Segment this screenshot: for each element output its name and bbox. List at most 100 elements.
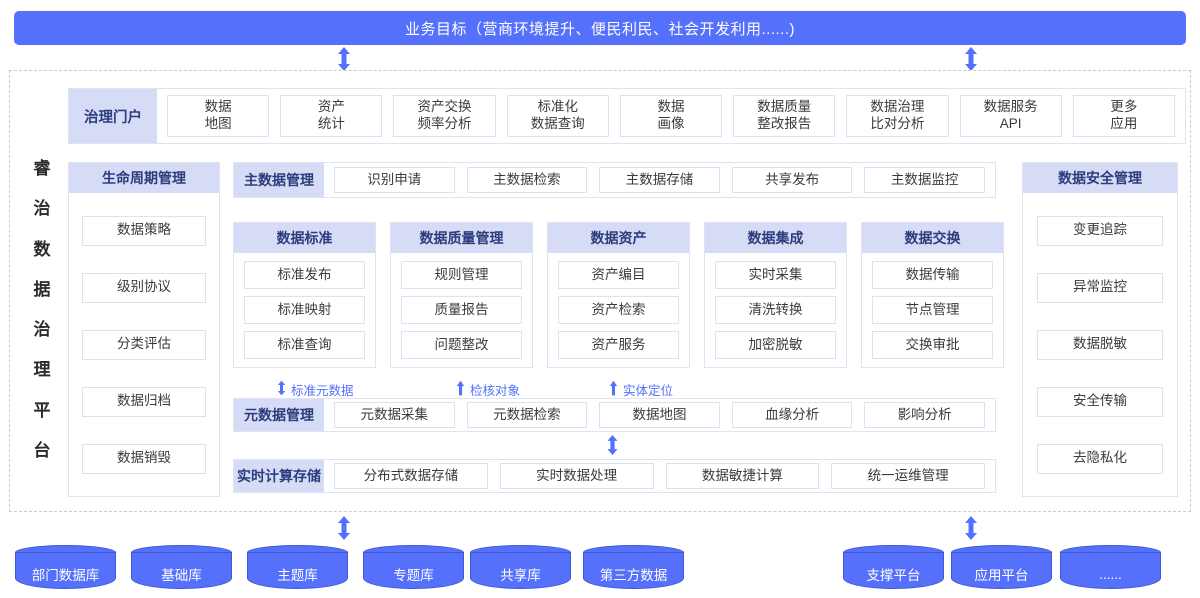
security-item[interactable]: 去隐私化 xyxy=(1037,443,1163,474)
lifecycle-item[interactable]: 数据销毁 xyxy=(82,443,206,474)
platform-cylinder[interactable]: 应用平台 xyxy=(951,545,1052,589)
cylinder-body-icon xyxy=(1060,552,1161,589)
cylinder-body-icon xyxy=(951,552,1052,589)
governance-portal-row: 治理门户 数据 地图 资产 统计 资产交换 频率分析 标准化 数据查询 数据 画… xyxy=(68,88,1186,144)
cylinder-body-icon xyxy=(15,552,116,589)
master-data-management-label: 主数据管理 xyxy=(234,163,324,197)
metadata-item[interactable]: 血缘分析 xyxy=(731,402,853,428)
lifecycle-item[interactable]: 数据归档 xyxy=(82,386,206,417)
portal-item[interactable]: 标准化 数据查询 xyxy=(506,95,609,137)
realtime-item[interactable]: 数据敏捷计算 xyxy=(665,463,820,489)
data-integration-item[interactable]: 加密脱敏 xyxy=(715,331,836,359)
data-integration-card: 数据集成 实时采集 清洗转换 加密脱敏 xyxy=(704,222,847,368)
master-data-item[interactable]: 主数据监控 xyxy=(864,167,985,193)
data-standard-item[interactable]: 标准映射 xyxy=(244,296,365,324)
master-data-item[interactable]: 共享发布 xyxy=(731,167,853,193)
master-data-management-items: 识别申请 主数据检索 主数据存储 共享发布 主数据监控 xyxy=(324,163,995,197)
source-cylinder[interactable]: 专题库 xyxy=(363,545,464,589)
source-cylinder-label: 基础库 xyxy=(161,568,202,583)
source-cylinder[interactable]: 第三方数据 xyxy=(583,545,684,589)
data-quality-item[interactable]: 质量报告 xyxy=(401,296,522,324)
flow-label-standard-metadata: 标准元数据 xyxy=(276,378,354,401)
platform-title-char: 理 xyxy=(33,360,51,380)
lifecycle-management-card: 生命周期管理 数据策略 级别协议 分类评估 数据归档 数据销毁 xyxy=(68,162,220,497)
realtime-compute-storage-row: 实时计算存储 分布式数据存储 实时数据处理 数据敏捷计算 统一运维管理 xyxy=(233,459,996,493)
data-asset-item[interactable]: 资产服务 xyxy=(558,331,679,359)
master-data-item[interactable]: 主数据存储 xyxy=(599,167,720,193)
data-standard-item[interactable]: 标准发布 xyxy=(244,261,365,289)
cylinder-body-icon xyxy=(843,552,944,589)
source-cylinder-label: 专题库 xyxy=(393,568,434,583)
source-cylinder-label: 共享库 xyxy=(500,568,541,583)
platform-title-char: 数 xyxy=(33,239,51,259)
realtime-item[interactable]: 实时数据处理 xyxy=(499,463,654,489)
realtime-item[interactable]: 统一运维管理 xyxy=(831,463,985,489)
data-integration-item[interactable]: 清洗转换 xyxy=(715,296,836,324)
data-quality-item[interactable]: 问题整改 xyxy=(401,331,522,359)
master-data-item[interactable]: 主数据检索 xyxy=(466,167,588,193)
lifecycle-item[interactable]: 分类评估 xyxy=(82,329,206,360)
portal-item[interactable]: 资产交换 频率分析 xyxy=(393,95,496,137)
lifecycle-item[interactable]: 数据策略 xyxy=(82,215,206,246)
flow-label-text: 标准元数据 xyxy=(291,384,354,398)
lifecycle-management-items: 数据策略 级别协议 分类评估 数据归档 数据销毁 xyxy=(69,193,219,496)
platform-cylinder[interactable]: 支撑平台 xyxy=(843,545,944,589)
metadata-item[interactable]: 影响分析 xyxy=(864,402,985,428)
cylinder-body-icon xyxy=(470,552,571,589)
banner-title: 业务目标（营商环境提升、便民利民、社会开发利用......) xyxy=(404,20,795,38)
data-quality-item[interactable]: 规则管理 xyxy=(401,261,522,289)
flow-label-check-object: 检核对象 xyxy=(455,378,520,401)
source-cylinder[interactable]: 基础库 xyxy=(131,545,232,589)
flow-label-entity-location: 实体定位 xyxy=(608,378,673,401)
portal-item[interactable]: 数据治理 比对分析 xyxy=(846,95,949,137)
source-cylinder[interactable]: 部门数据库 xyxy=(15,545,116,589)
realtime-compute-storage-label: 实时计算存储 xyxy=(234,460,324,492)
security-item[interactable]: 安全传输 xyxy=(1037,386,1163,417)
data-standard-item[interactable]: 标准查询 xyxy=(244,331,365,359)
data-exchange-item[interactable]: 节点管理 xyxy=(872,296,993,324)
data-exchange-card: 数据交换 数据传输 节点管理 交换审批 xyxy=(861,222,1004,368)
data-security-management-title: 数据安全管理 xyxy=(1023,163,1177,193)
up-arrow-icon xyxy=(455,378,466,401)
security-item[interactable]: 变更追踪 xyxy=(1037,215,1163,246)
data-asset-item[interactable]: 资产编目 xyxy=(558,261,679,289)
portal-item[interactable]: 数据 画像 xyxy=(619,95,723,137)
data-standard-items: 标准发布 标准映射 标准查询 xyxy=(234,253,375,367)
flow-label-text: 检核对象 xyxy=(470,384,521,398)
portal-item[interactable]: 资产 统计 xyxy=(280,95,383,137)
metadata-item[interactable]: 元数据检索 xyxy=(466,402,588,428)
governance-portal-label: 治理门户 xyxy=(69,89,157,143)
connector-arrow-bottom-right xyxy=(962,516,980,540)
source-cylinder[interactable]: 主题库 xyxy=(247,545,348,589)
master-data-item[interactable]: 识别申请 xyxy=(334,167,455,193)
realtime-compute-storage-items: 分布式数据存储 实时数据处理 数据敏捷计算 统一运维管理 xyxy=(324,460,995,492)
up-arrow-icon xyxy=(608,378,619,401)
security-item[interactable]: 异常监控 xyxy=(1037,272,1163,303)
data-exchange-item[interactable]: 交换审批 xyxy=(872,331,993,359)
platform-cylinder[interactable]: ...... xyxy=(1060,545,1161,589)
data-integration-item[interactable]: 实时采集 xyxy=(715,261,836,289)
metadata-item[interactable]: 元数据采集 xyxy=(334,402,455,428)
portal-item[interactable]: 数据 地图 xyxy=(167,95,270,137)
cylinder-body-icon xyxy=(131,552,232,589)
metadata-item[interactable]: 数据地图 xyxy=(599,402,720,428)
lifecycle-management-title: 生命周期管理 xyxy=(69,163,219,193)
cylinder-body-icon xyxy=(247,552,348,589)
master-data-management-row: 主数据管理 识别申请 主数据检索 主数据存储 共享发布 主数据监控 xyxy=(233,162,996,198)
data-asset-item[interactable]: 资产检索 xyxy=(558,296,679,324)
double-arrow-icon xyxy=(276,378,287,401)
portal-item[interactable]: 数据服务 API xyxy=(959,95,1062,137)
portal-item[interactable]: 数据质量 整改报告 xyxy=(733,95,836,137)
source-cylinder[interactable]: 共享库 xyxy=(470,545,571,589)
governance-portal-items: 数据 地图 资产 统计 资产交换 频率分析 标准化 数据查询 数据 画像 数据质… xyxy=(157,89,1185,143)
data-standard-title: 数据标准 xyxy=(234,223,375,253)
security-item[interactable]: 数据脱敏 xyxy=(1037,329,1163,360)
portal-item[interactable]: 更多 应用 xyxy=(1072,95,1175,137)
lifecycle-item[interactable]: 级别协议 xyxy=(82,272,206,303)
data-exchange-item[interactable]: 数据传输 xyxy=(872,261,993,289)
connector-arrow-top-left xyxy=(335,47,353,71)
data-asset-title: 数据资产 xyxy=(548,223,689,253)
platform-cylinder-label: 应用平台 xyxy=(974,568,1029,583)
realtime-item[interactable]: 分布式数据存储 xyxy=(334,463,488,489)
platform-cylinder-label: 支撑平台 xyxy=(866,568,921,583)
